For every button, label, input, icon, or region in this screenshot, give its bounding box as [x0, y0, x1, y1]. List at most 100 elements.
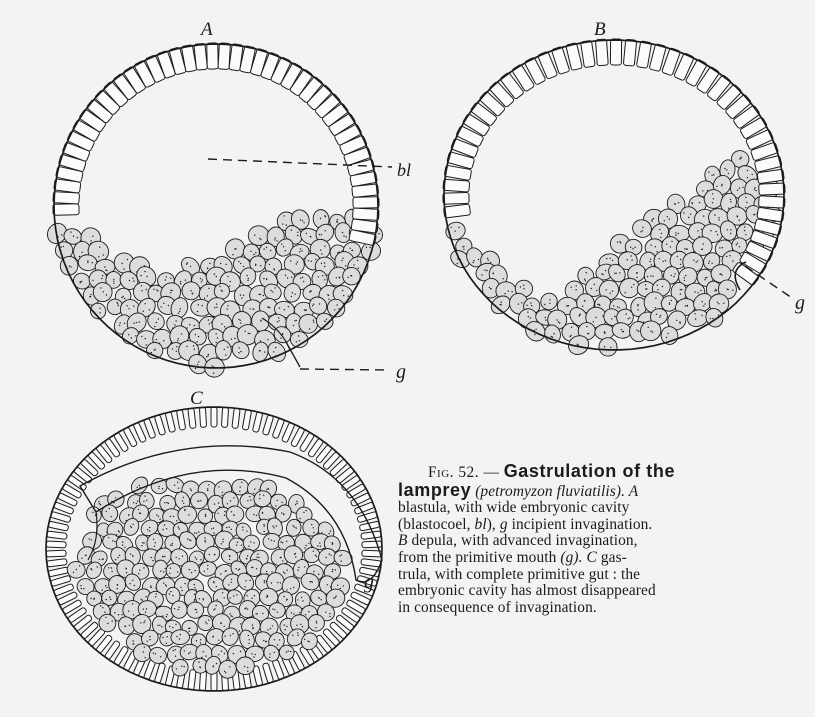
yolk-granule	[298, 335, 299, 336]
yolk-granule	[488, 260, 489, 261]
yolk-granule	[139, 513, 140, 514]
yolk-granule	[177, 482, 178, 483]
yolk-granule	[199, 666, 200, 667]
yolk-granule	[231, 529, 232, 530]
yolk-granule	[216, 663, 217, 664]
yolk-granule	[264, 580, 265, 581]
yolk-granule	[248, 643, 249, 644]
yolk-granule	[677, 256, 678, 257]
yolk-granule	[170, 278, 171, 279]
yolk-granule	[332, 542, 333, 543]
yolk-granule	[89, 538, 90, 539]
yolk-granule	[534, 334, 535, 335]
yolk-granule	[218, 640, 219, 641]
yolk-granule	[120, 322, 121, 323]
yolk-granule	[752, 174, 753, 175]
yolk-granule	[128, 514, 129, 515]
yolk-granule	[313, 571, 314, 572]
yolk-granule	[326, 319, 327, 320]
yolk-granule	[217, 337, 218, 338]
yolk-granule	[719, 274, 720, 275]
yolk-granule	[645, 284, 646, 285]
yolk-granule	[324, 266, 325, 267]
yolk-granule	[228, 584, 229, 585]
yolk-granule	[674, 203, 675, 204]
yolk-granule	[178, 338, 179, 339]
yolk-granule	[225, 672, 226, 673]
yolk-granule	[297, 635, 298, 636]
yolk-granule	[168, 305, 169, 306]
yolk-granule	[92, 262, 93, 263]
yolk-granule	[274, 609, 275, 610]
yolk-granule	[636, 277, 637, 278]
yolk-granule	[264, 531, 265, 532]
yolk-granule	[208, 319, 209, 320]
yolk-granule	[286, 541, 287, 542]
ectoderm-cell	[221, 407, 228, 427]
yolk-granule	[270, 628, 271, 629]
yolk-granule	[294, 294, 295, 295]
ectoderm-cell	[165, 412, 176, 433]
yolk-cell	[303, 519, 320, 537]
yolk-granule	[133, 614, 134, 615]
yolk-granule	[248, 546, 249, 547]
yolk-granule	[221, 323, 222, 324]
caption-line-2: lamprey (petromyzon fluviatilis). A	[398, 482, 810, 501]
yolk-granule	[126, 568, 127, 569]
yolk-granule	[617, 242, 618, 243]
yolk-granule	[638, 331, 639, 332]
yolk-granule	[508, 290, 509, 291]
yolk-granule	[630, 247, 631, 248]
yolk-granule	[697, 230, 698, 231]
yolk-granule	[711, 263, 712, 264]
yolk-granule	[122, 263, 123, 264]
yolk-granule	[141, 336, 142, 337]
yolk-granule	[530, 302, 531, 303]
yolk-granule	[94, 598, 95, 599]
yolk-granule	[716, 290, 717, 291]
yolk-granule	[97, 566, 98, 567]
yolk-granule	[718, 303, 719, 304]
yolk-granule	[297, 235, 298, 236]
yolk-granule	[91, 539, 92, 540]
yolk-granule	[336, 277, 337, 278]
yolk-granule	[268, 488, 269, 489]
yolk-granule	[286, 589, 287, 590]
yolk-granule	[272, 608, 273, 609]
yolk-granule	[154, 350, 155, 351]
yolk-granule	[249, 639, 250, 640]
yolk-granule	[79, 256, 80, 257]
yolk-granule	[207, 488, 208, 489]
yolk-granule	[252, 627, 253, 628]
yolk-granule	[217, 599, 218, 600]
yolk-granule	[250, 541, 251, 542]
yolk-granule	[630, 255, 631, 256]
yolk-granule	[247, 275, 248, 276]
yolk-granule	[744, 230, 745, 231]
yolk-granule	[669, 304, 670, 305]
caption-ref-c: C	[583, 549, 597, 566]
blastoderm-cell	[443, 204, 470, 218]
yolk-granule	[659, 229, 660, 230]
yolk-granule	[63, 246, 64, 247]
yolk-granule	[128, 611, 129, 612]
yolk-granule	[732, 290, 733, 291]
yolk-granule	[650, 330, 651, 331]
yolk-granule	[271, 582, 272, 583]
yolk-granule	[196, 341, 197, 342]
yolk-granule	[76, 569, 77, 570]
yolk-granule	[486, 270, 487, 271]
yolk-granule	[296, 320, 297, 321]
yolk-granule	[279, 639, 280, 640]
yolk-granule	[610, 347, 611, 348]
yolk-granule	[73, 236, 74, 237]
yolk-granule	[221, 495, 222, 496]
yolk-granule	[79, 565, 80, 566]
yolk-granule	[233, 497, 234, 498]
ectoderm-cell	[252, 412, 263, 433]
yolk-granule	[143, 651, 144, 652]
yolk-granule	[234, 338, 235, 339]
yolk-granule	[122, 541, 123, 542]
yolk-granule	[203, 651, 204, 652]
yolk-granule	[196, 612, 197, 613]
